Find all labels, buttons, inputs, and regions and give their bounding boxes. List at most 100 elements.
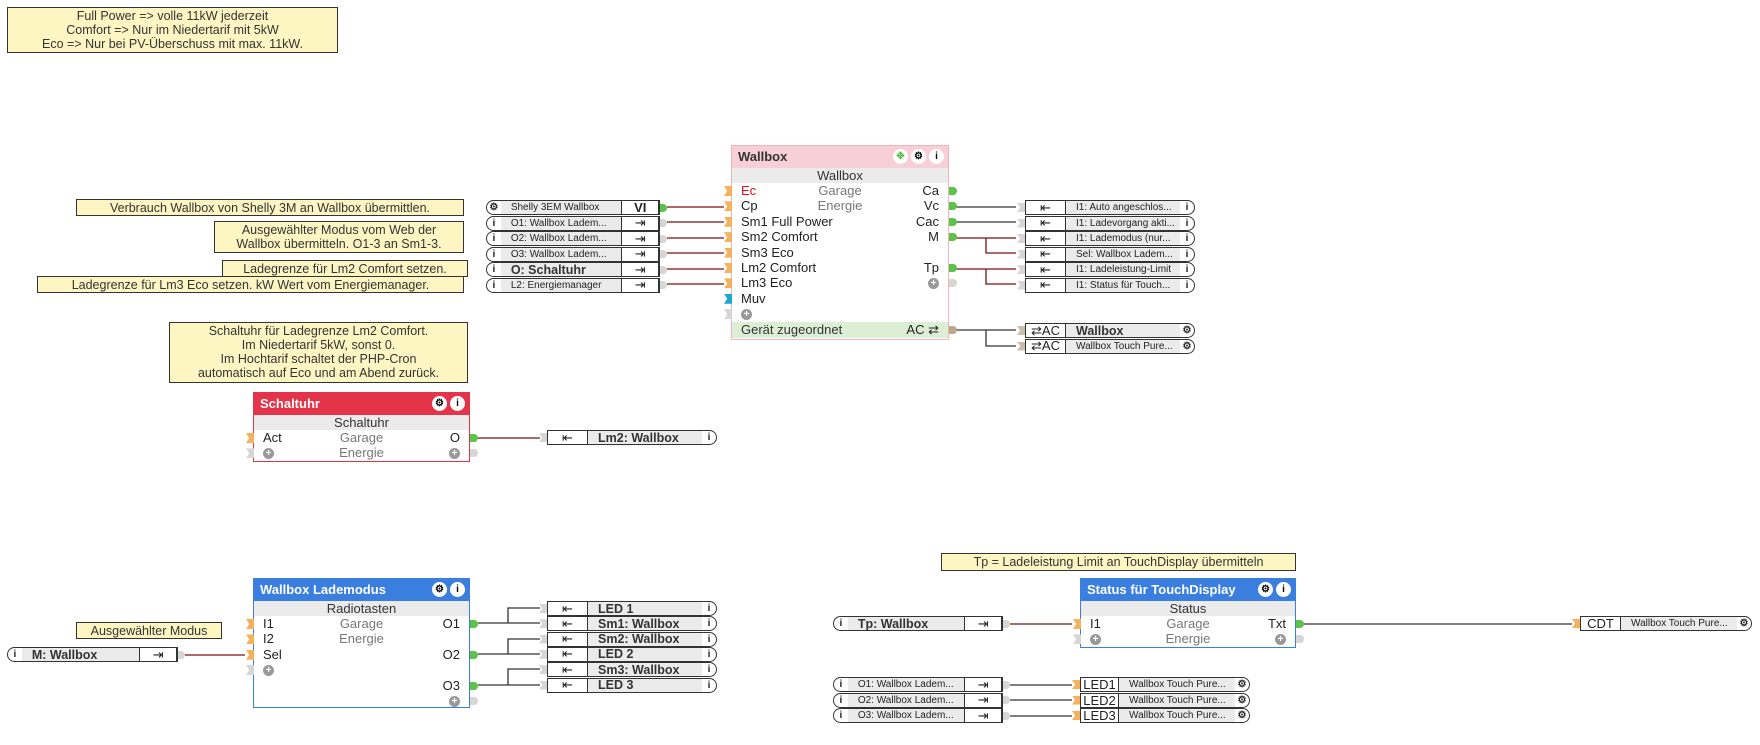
output-pin[interactable] [660,281,667,289]
output-object[interactable]: ⇤I1: Status für Touch...i [1017,277,1195,293]
schaltuhr-block-header[interactable]: Schaltuhr ⚙ i [254,393,469,415]
input-pin[interactable] [539,634,547,644]
input-pin[interactable] [724,216,732,227]
input-pin[interactable] [1017,203,1025,212]
output-pin[interactable] [1296,620,1304,628]
info-icon[interactable]: i [1185,279,1189,291]
info-icon[interactable]: i [1185,217,1189,229]
lademodus-block-header[interactable]: Wallbox Lademodus ⚙ i [254,579,469,601]
info-icon[interactable]: i [929,149,944,164]
input-pin[interactable] [539,665,547,675]
output-object[interactable]: ⇤I1: Ladevorgang akti...i [1017,215,1195,231]
input-pin[interactable] [539,649,547,659]
add-output-icon[interactable]: + [1275,634,1286,646]
gear-icon[interactable]: ⚙ [1237,679,1247,690]
input-pin[interactable] [539,604,547,613]
info-icon[interactable]: i [707,633,711,645]
output-pin[interactable] [1003,711,1010,720]
info-icon[interactable]: i [707,679,711,691]
device-row[interactable]: Gerät zugeordnet AC ⇄ [732,321,957,338]
info-icon[interactable]: i [839,679,843,690]
output-pin[interactable] [470,681,478,690]
input-pin[interactable] [539,619,547,629]
input-pin[interactable] [1017,326,1025,335]
info-icon[interactable]: i [1185,248,1189,260]
info-icon[interactable]: i [707,648,711,660]
input-pin[interactable] [1017,341,1025,351]
input-pin[interactable] [539,680,547,690]
input-pin[interactable] [1017,280,1025,290]
input-pin[interactable] [246,665,254,676]
output-pin[interactable] [1003,696,1010,704]
input-pin[interactable] [724,247,732,258]
input-pin[interactable] [246,649,254,660]
info-icon[interactable]: i [492,279,496,291]
info-icon[interactable]: i [13,649,17,660]
info-icon[interactable]: i [492,248,496,260]
input-pin[interactable] [1072,711,1080,720]
output-object[interactable]: ⇤I1: Lademodus (nur...i [1017,231,1195,246]
status-block[interactable]: Status für TouchDisplay ⚙ i Status I1 Ga… [1073,578,1304,648]
info-icon[interactable]: i [450,396,465,411]
info-icon[interactable]: i [839,618,843,629]
info-icon[interactable]: i [1185,264,1189,275]
info-icon[interactable]: i [839,710,843,721]
gear-icon[interactable]: ⚙ [911,149,926,164]
output-pin[interactable] [949,217,957,226]
input-pin[interactable] [724,309,732,320]
info-icon[interactable]: i [839,694,843,706]
output-pin[interactable] [1003,680,1010,689]
status-block-header[interactable]: Status für TouchDisplay ⚙ i [1081,579,1295,601]
info-icon[interactable]: i [492,233,496,244]
info-icon[interactable]: i [1276,582,1291,597]
output-pin[interactable] [660,203,667,212]
wallbox-block[interactable]: Wallbox ✥ ⚙ i Wallbox Ec Garage Ca Cp En… [724,145,957,340]
output-pin[interactable] [1296,635,1304,644]
input-pin[interactable] [1072,695,1080,705]
input-pin[interactable] [246,448,254,459]
input-pin[interactable] [1072,680,1080,689]
gear-icon[interactable]: ⚙ [489,202,499,213]
gear-icon[interactable]: ⚙ [1258,582,1273,597]
input-pin[interactable] [246,433,254,443]
gear-icon[interactable]: ⚙ [432,396,447,411]
gear-icon[interactable]: ⚙ [1237,694,1247,706]
wallbox-block-header[interactable]: Wallbox ✥ ⚙ i [732,146,948,168]
gear-icon[interactable]: ⚙ [1739,618,1749,629]
output-object[interactable]: ⇤Sel: Wallbox Ladem...i [1017,246,1195,262]
add-input-icon[interactable]: + [263,665,274,677]
output-pin[interactable] [949,279,957,288]
input-pin[interactable] [724,232,732,243]
input-pin[interactable] [724,278,732,289]
output-pin[interactable] [660,234,667,243]
output-pin[interactable] [949,233,957,242]
input-pin[interactable] [246,634,254,645]
gear-icon[interactable]: ⚙ [432,582,447,597]
add-input-icon[interactable]: + [263,448,274,460]
input-pin[interactable] [724,293,732,304]
output-pin[interactable] [470,650,478,659]
input-pin[interactable] [1073,634,1081,645]
output-pin[interactable] [660,265,667,274]
output-pin[interactable] [470,696,478,705]
schaltuhr-block[interactable]: Schaltuhr ⚙ i Schaltuhr Act Garage O + E… [246,392,478,462]
